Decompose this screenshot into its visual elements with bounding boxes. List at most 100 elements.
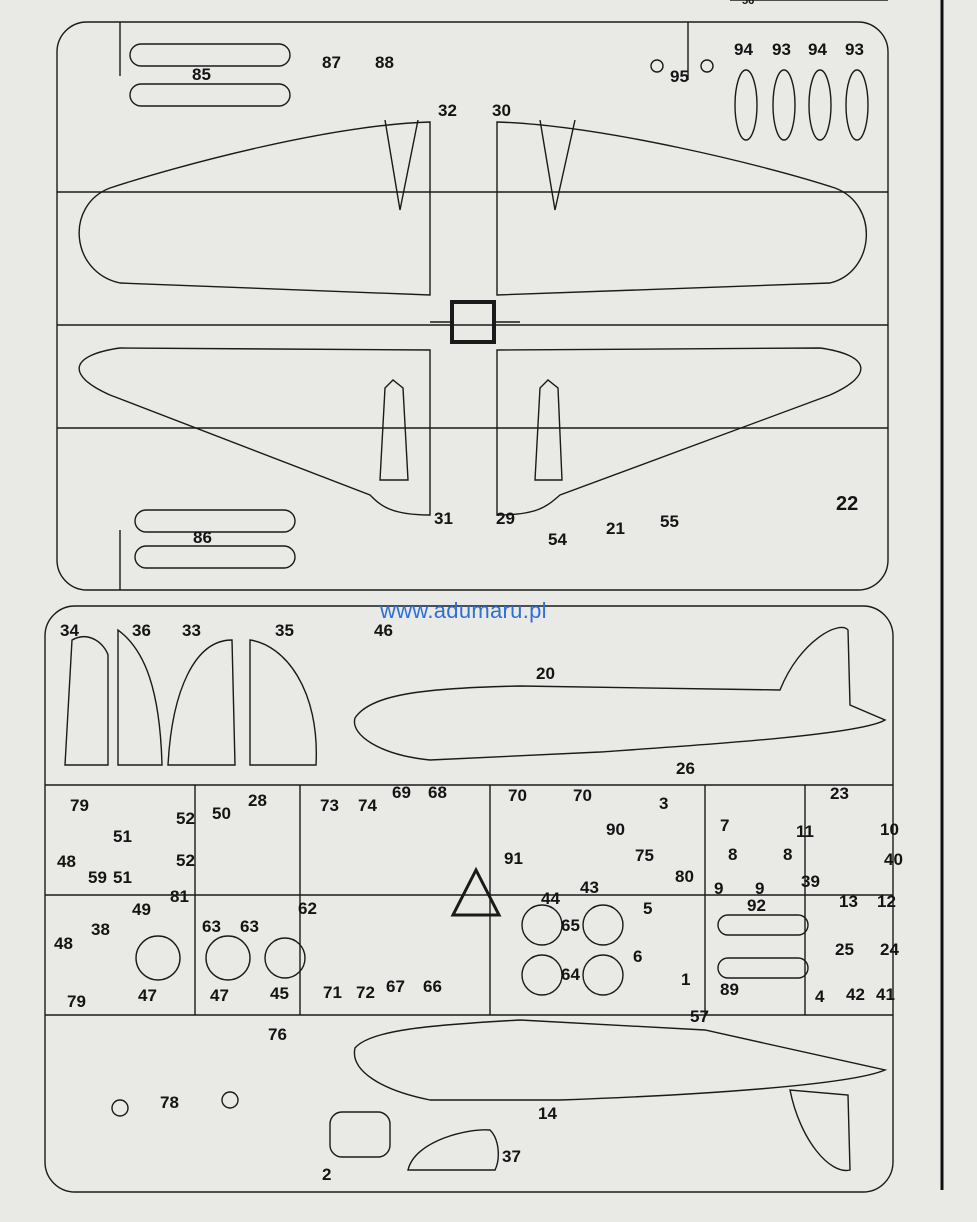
part-label: 40 [884,850,903,869]
part-label: 76 [268,1025,287,1044]
fuselage-part-14 [353,1019,888,1101]
part-label: 85 [192,65,211,84]
part-label: 63 [202,917,221,936]
wing-part-31 [78,347,431,516]
bomb-93b [845,69,869,141]
part-label: 86 [193,528,212,547]
part-label: 9 [714,879,724,898]
rail-89 [717,957,809,979]
part-label: 24 [880,940,899,959]
tailplane-35 [249,639,317,766]
part-label: 20 [536,664,555,683]
rail-92 [717,914,809,936]
part-label: 65 [561,916,580,935]
part-label: 90 [606,820,625,839]
part-label: 78 [160,1093,179,1112]
sprue-frame-top [56,21,889,591]
part-label: 13 [839,892,858,911]
part-label: 47 [210,986,229,1005]
part-label: 50 [212,804,231,823]
part-label: 14 [538,1104,557,1123]
part-label: 6 [633,947,643,966]
part-label: 55 [660,512,679,531]
part-label: 73 [320,796,339,815]
engine-47b [205,935,251,981]
part-label: 26 [676,759,695,778]
part-label: 48 [54,934,73,953]
part-label: 1 [681,970,691,989]
part-label: 79 [70,796,89,815]
part-label: 34 [60,621,79,640]
fuselage-part-20 [353,626,887,761]
propeller-hub-b [221,1091,239,1109]
part-label: 23 [830,784,849,803]
part-label: 92 [747,896,766,915]
part-label: 32 [438,101,457,120]
bomb-93a [772,69,796,141]
part-label: 25 [835,940,854,959]
part-label: 37 [502,1147,521,1166]
part-label: 54 [548,530,567,549]
part-label: 51 [113,827,132,846]
canopy-37 [407,1129,499,1171]
part-label: 64 [561,965,580,984]
bomb-94b [808,69,832,141]
bomb-94a [734,69,758,141]
part-label: 74 [358,796,377,815]
sprue-frame-bottom [44,605,894,1193]
wheel-64b [582,954,624,996]
tailplane-33 [167,639,236,766]
part-label: 28 [248,791,267,810]
part-label: 94 [734,40,753,59]
part-label: 35 [275,621,294,640]
part-label: 89 [720,980,739,999]
part-label: 42 [846,985,865,1004]
wing-part-32 [78,121,431,296]
part-label: 9 [755,879,765,898]
part-label: 22 [836,493,859,515]
part-label: 21 [606,519,625,538]
watermark-link[interactable]: www.adumaru.pl [380,598,547,623]
part-label: 11 [796,822,814,841]
part-label: 70 [508,786,527,805]
tailplane-34 [64,636,109,766]
part-label: 75 [635,846,654,865]
part-label: 63 [240,917,259,936]
part-label: 8 [728,845,738,864]
part-label: 71 [323,983,342,1002]
part-label: 79 [67,992,86,1011]
wing-part-29 [496,347,862,516]
part-label: 8 [783,845,793,864]
part-label: 93 [772,40,791,59]
tank-86a [134,509,296,533]
part-label: 29 [496,509,515,528]
part-label: 31 [434,509,453,528]
part-label: 7 [720,816,730,835]
part-label: 93 [845,40,864,59]
part-label: 4 [815,987,825,1006]
part-label: 39 [801,872,820,891]
part-label: 80 [675,867,694,886]
part-label: 91 [504,849,523,868]
part-label: 2 [322,1165,332,1184]
part-label: 87 [322,53,341,72]
part-label: 59 [88,868,107,887]
propeller-hub-a [111,1099,129,1117]
part-label: 43 [580,878,599,897]
part-label: 47 [138,986,157,1005]
engine-45 [264,937,306,979]
part-label: 36 [132,621,151,640]
triangle-marker [450,866,502,917]
part-label: 41 [876,985,895,1004]
part-label: 10 [880,820,899,839]
part-label: 45 [270,984,289,1003]
part-label: 30 [492,101,511,120]
part-label: 62 [298,899,317,918]
part-label: 52 [176,851,195,870]
part-label: 46 [374,621,393,640]
tailplane-36 [117,628,163,766]
part-label: 51 [113,868,132,887]
wheel-65b [582,904,624,946]
wing-part-30 [496,121,868,296]
